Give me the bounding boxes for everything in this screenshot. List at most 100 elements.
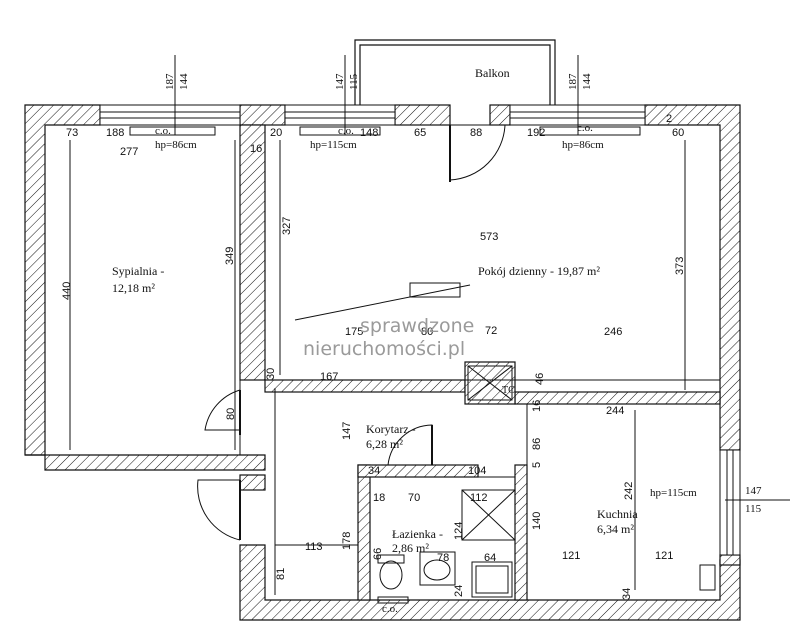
co-label-4: c.o. [382, 603, 398, 615]
watermark-line-2: nieruchomości.pl [303, 338, 465, 360]
dim-140: 140 [531, 512, 543, 530]
heating-labels: c.o. hp=86cm c.o. hp=115cm c.o. hp=86cm … [155, 122, 697, 615]
living-window-bay [409, 282, 461, 298]
dim-16-mid: 16 [531, 400, 543, 412]
co-label-3: c.o. [577, 122, 593, 134]
dim-246: 246 [604, 326, 622, 338]
dim-72: 72 [485, 325, 497, 337]
wall-kitchen-right-low [719, 554, 741, 566]
wall-bath-left [357, 464, 371, 601]
dim-46: 46 [534, 373, 546, 385]
dim-34-bath: 34 [368, 465, 380, 477]
hp-label-1: hp=86cm [155, 139, 197, 151]
dim-73: 73 [66, 127, 78, 139]
dim-112: 112 [470, 492, 488, 504]
dim-80-top: 80 [421, 326, 433, 338]
dim-573: 573 [480, 231, 498, 243]
window-height-labels: 187 144 147 115 187 144 147 115 [164, 73, 762, 515]
sink-bowl [423, 559, 451, 581]
radiator-bath [377, 596, 409, 604]
window-bedroom [99, 104, 241, 126]
sink-box [419, 551, 456, 586]
bathroom-name: Łazienka - [392, 527, 443, 541]
dim-167: 167 [320, 371, 338, 383]
corridor-area: 6,28 m² [366, 437, 403, 451]
dim-66: 66 [372, 548, 384, 560]
balcony-label: Balkon [475, 66, 510, 80]
dim-60: 60 [672, 127, 684, 139]
wall-pier-1 [239, 104, 286, 126]
dim-178: 178 [341, 532, 353, 550]
dim-78: 78 [437, 552, 449, 564]
dim-34-kitchen: 34 [621, 588, 633, 600]
dim-175: 175 [345, 326, 363, 338]
dim-147: 147 [341, 422, 353, 440]
dim-242: 242 [623, 482, 635, 500]
living-room-label: Pokój dzienny - 19,87 m² [478, 264, 600, 278]
window-living-left [284, 104, 396, 126]
dim-121-right: 121 [655, 550, 673, 562]
tc-label: TC [502, 385, 515, 396]
wall-kitchen-top [514, 391, 721, 405]
dim-121-left: 121 [562, 550, 580, 562]
bathroom-door-swing [387, 424, 433, 466]
radiator-living [299, 126, 381, 136]
kitchen-name: Kuchnia [597, 507, 638, 521]
dim-20: 20 [270, 127, 282, 139]
toilet-tank [377, 554, 405, 564]
toilet-bowl [379, 560, 403, 590]
hp-label-2: hp=115cm [310, 139, 357, 151]
dim-80-door: 80 [225, 408, 237, 420]
window-kitchen [719, 449, 741, 556]
window-3-bottom: 144 [581, 73, 593, 90]
dim-70: 70 [408, 492, 420, 504]
dim-277: 277 [120, 146, 138, 158]
wall-bedroom-corridor [239, 124, 266, 381]
wall-top-left [24, 104, 101, 456]
dim-65: 65 [414, 127, 426, 139]
shaft-box [467, 365, 513, 401]
bedroom-door-swing [204, 389, 241, 431]
window-2-bottom: 115 [348, 73, 360, 90]
wall-pier-3 [489, 104, 511, 126]
dim-2: 2 [666, 113, 672, 125]
corridor-name: Korytarz - [366, 422, 416, 436]
window-1-bottom: 144 [178, 73, 190, 90]
shaft-x2 [467, 365, 513, 401]
dim-373: 373 [674, 257, 686, 275]
radiator-bedroom [129, 126, 216, 136]
dim-16-top: 16 [250, 143, 262, 155]
radiator-kitchen [539, 126, 641, 136]
kitchen-area: 6,34 m² [597, 522, 634, 536]
living-room-outline [264, 124, 721, 381]
dim-104: 104 [468, 465, 486, 477]
window-1-top: 187 [164, 73, 176, 90]
dim-188: 188 [106, 127, 124, 139]
dim-18: 18 [373, 492, 385, 504]
dimension-labels: 73 188 20 148 65 88 192 60 2 16 277 573 … [61, 113, 686, 600]
dim-113: 113 [305, 541, 323, 553]
wall-living-bottom [264, 379, 466, 393]
bedroom-name: Sypialnia - [112, 264, 164, 278]
dim-24: 24 [453, 585, 465, 597]
wall-pier-2 [394, 104, 451, 126]
shower [461, 489, 516, 541]
walls [24, 104, 741, 621]
dim-81: 81 [275, 568, 287, 580]
washing-machine [471, 561, 513, 598]
bedroom-area: 12,18 m² [112, 281, 155, 295]
dim-64: 64 [484, 552, 496, 564]
co-label-2: c.o. [338, 125, 354, 137]
kitchen-window-top: 147 [745, 485, 762, 497]
dim-124: 124 [453, 522, 465, 540]
dim-88: 88 [470, 127, 482, 139]
radiator-kitchen-low [699, 564, 716, 591]
fixtures [294, 282, 516, 598]
wall-bath-right [514, 464, 528, 601]
radiators [129, 126, 716, 604]
dim-440: 440 [61, 282, 73, 300]
dim-148: 148 [360, 127, 378, 139]
co-label-1: c.o. [155, 125, 171, 137]
window-3-top: 187 [567, 73, 579, 90]
